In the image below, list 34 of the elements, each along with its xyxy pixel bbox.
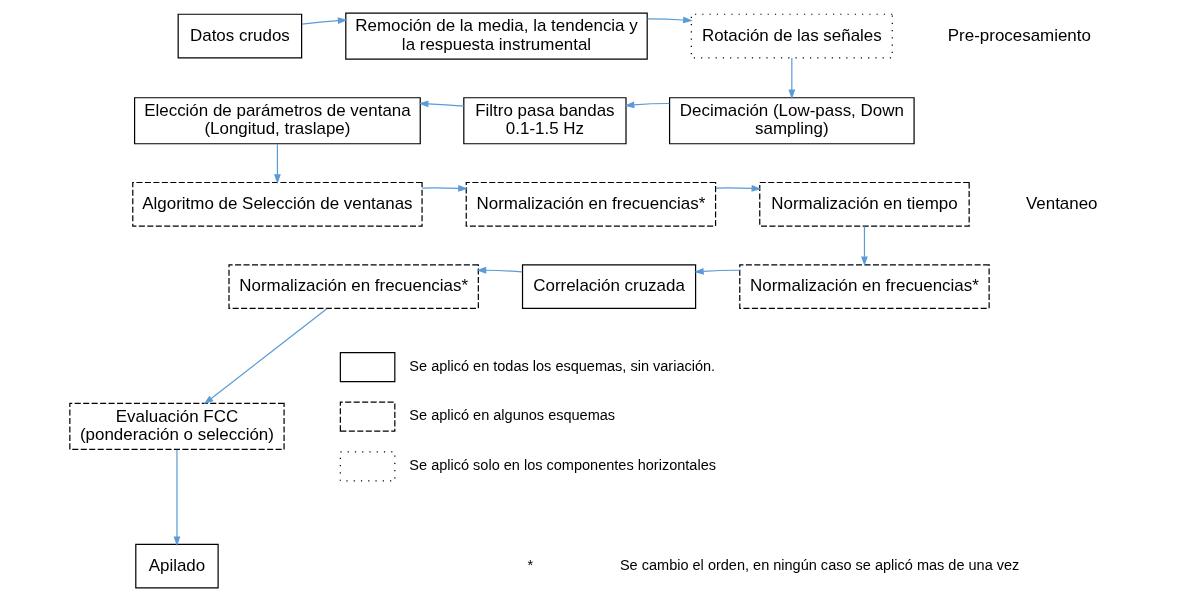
arrow (476, 266, 523, 274)
arrow (787, 57, 795, 100)
legend-label: Se aplicó solo en los componentes horizontales (408, 457, 716, 474)
node-box: Correlación cruzada (521, 264, 696, 309)
node-box: Normalización en frecuencias* (738, 264, 990, 309)
label: * (527, 556, 533, 573)
label: Se cambio el orden, en ningún caso se aplicó mas de una vez (619, 556, 1019, 573)
node-box: Normalización en frecuencias* (227, 264, 479, 309)
legend-label: Se aplicó en todas los esquemas, sin variación. (408, 357, 715, 374)
node-box: Rotación de las señales (690, 13, 893, 59)
arrow (693, 267, 740, 275)
arrow (173, 449, 180, 547)
arrow (421, 184, 468, 192)
arrow (203, 308, 327, 405)
node-box: Remoción de la media, la tendencia y la respuesta instrumental (344, 12, 648, 60)
legend-label: Se aplicó en algunos esquemas (408, 407, 615, 424)
arrow (300, 17, 348, 25)
node-box: Apilado (134, 543, 219, 589)
node-box: Decimación (Low-pass, Down sampling) (668, 97, 915, 145)
label: Pre-procesamiento (947, 25, 1091, 45)
arrow (624, 101, 670, 109)
node-box: Normalización en tiempo (758, 181, 970, 227)
node-box: Datos crudos (177, 13, 302, 59)
arrow (646, 16, 693, 24)
arrow (714, 185, 761, 192)
label: Ventaneo (1025, 193, 1098, 213)
node-box: Filtro pasa bandas 0.1-1.5 Hz (462, 97, 627, 145)
node-box: Elección de parámetros de ventana (Longitud, traslape) (133, 97, 421, 145)
node-box: Evaluación FCC (ponderación o selección) (68, 402, 285, 450)
arrow (860, 225, 868, 267)
arrow (273, 143, 281, 184)
node-box: Algoritmo de Selección de ventanas (131, 181, 423, 227)
node-box: Normalización en frecuencias* (465, 181, 716, 227)
arrow (418, 100, 464, 108)
